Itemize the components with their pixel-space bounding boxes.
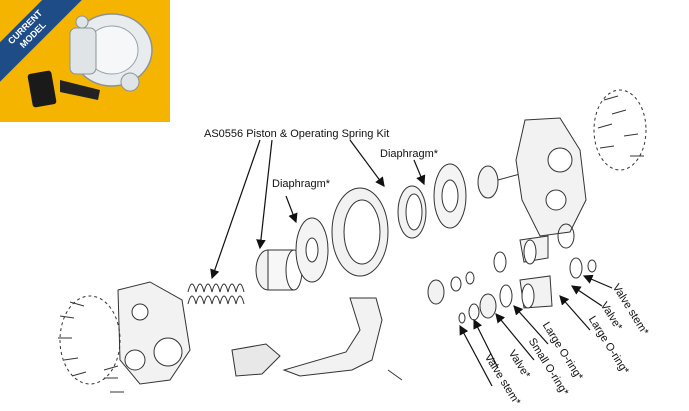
right-screws (597, 95, 644, 157)
elbow-fittings (519, 223, 575, 309)
valve-parts (427, 251, 597, 324)
center-ring (331, 187, 389, 277)
right-housing (515, 89, 647, 237)
current-model-thumbnail: CURRENT MODEL (0, 0, 170, 122)
kit-label: AS0556 Piston & Operating Spring Kit (204, 128, 390, 140)
operating-spring (187, 283, 245, 305)
diaphragm-lower-label: Diaphragm* (272, 178, 331, 190)
diaphragm-lower (295, 217, 329, 283)
inner-rings (397, 163, 521, 239)
left-housing (59, 281, 191, 385)
pump-handle (231, 297, 403, 381)
diaphragm-upper-label: Diaphragm* (380, 148, 439, 160)
piston (255, 249, 303, 291)
left-screws (58, 301, 124, 393)
pump-thumbnail-image (27, 13, 153, 108)
